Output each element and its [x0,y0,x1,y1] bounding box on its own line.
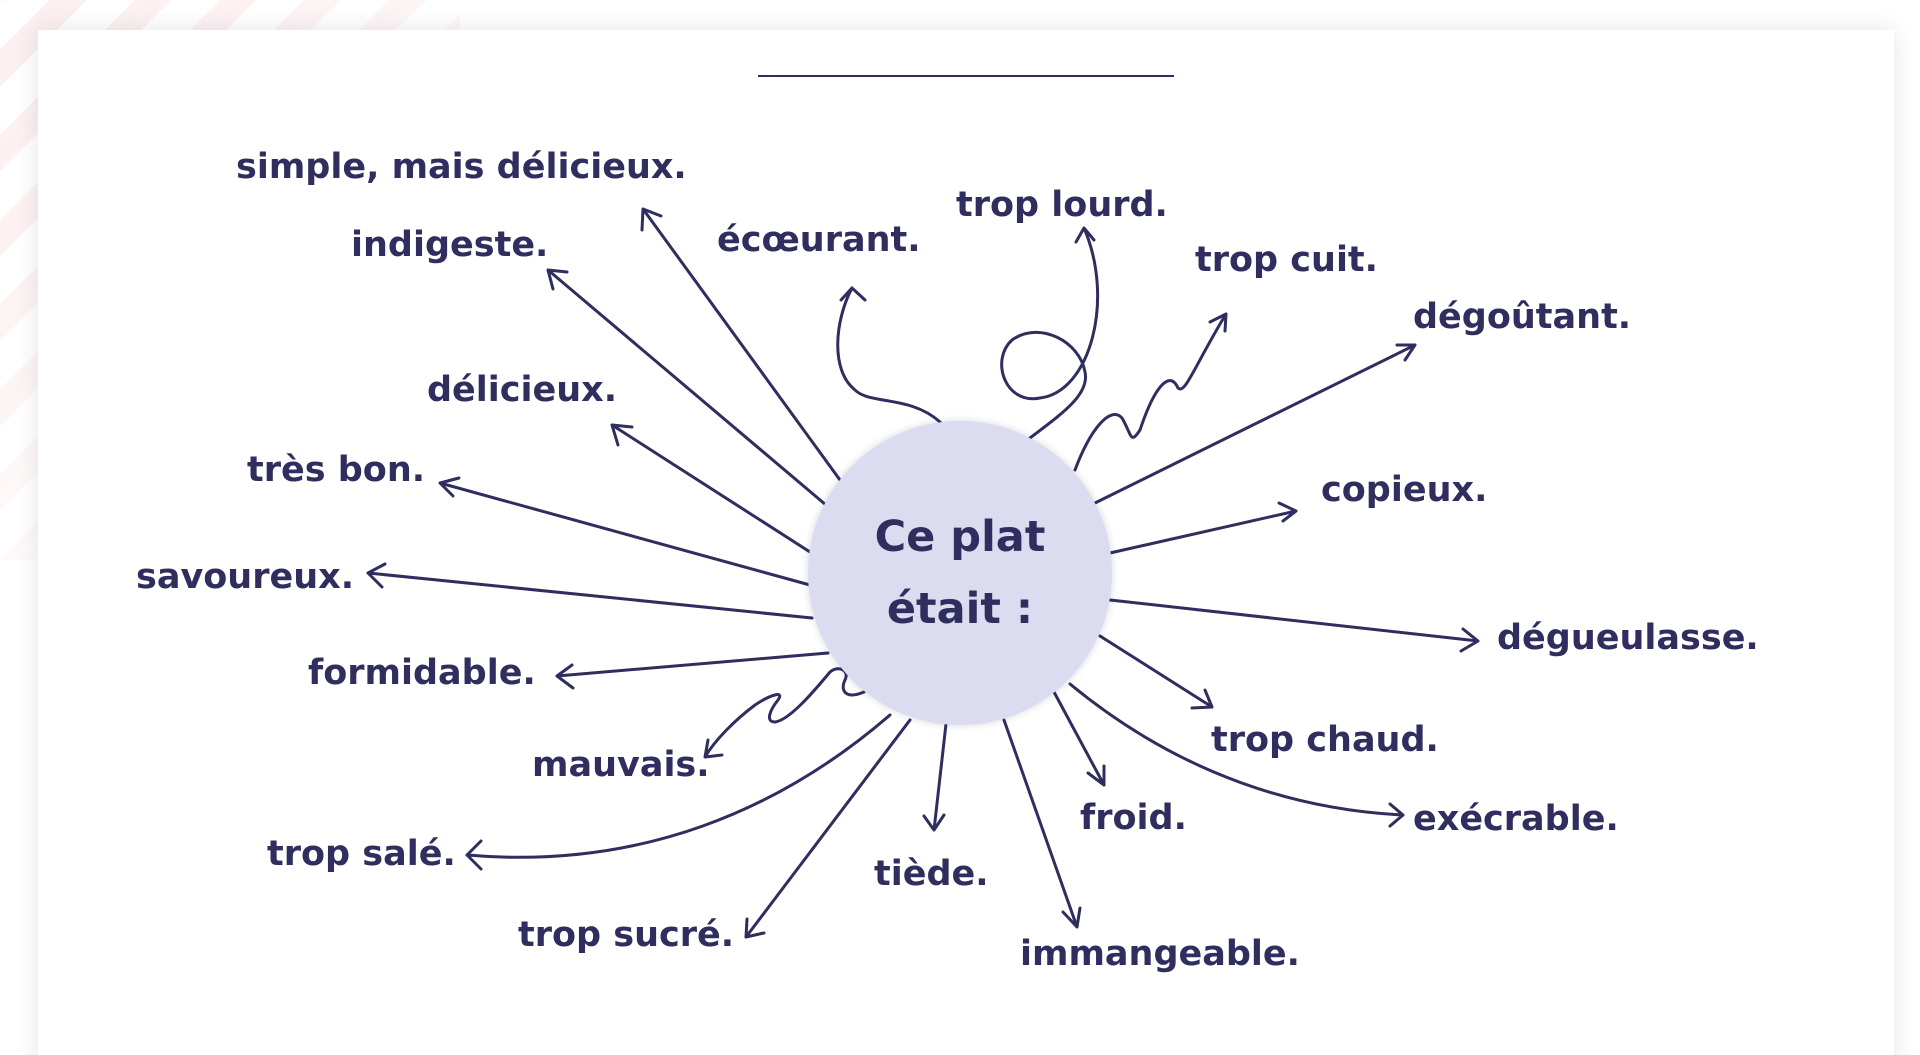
word-mauvais: mauvais. [532,745,710,785]
word-tiede: tiède. [874,854,989,894]
arrow-trop-sale [465,713,892,871]
arrow-trop-cuit [1073,312,1228,472]
arrow-delicieux [610,423,812,554]
word-simple-mais-delicieux: simple, mais délicieux. [236,147,687,187]
center-label-line-2: était : [886,584,1034,634]
center-circle: Ce plat était : [808,421,1112,725]
arrow-trop-sucre [744,718,912,939]
word-degoutant: dégoûtant. [1413,297,1632,337]
arrow-degueulasse [1108,598,1480,653]
arrow-simple-mais-delicieux [640,207,842,482]
word-tres-bon: très bon. [247,450,426,490]
arrow-copieux [1108,501,1298,555]
center-label: Ce plat était : [830,501,1090,645]
arrow-execrable [1068,682,1405,828]
arrow-ecoeurant [836,286,942,424]
arrow-tres-bon [438,476,812,587]
word-delicieux: délicieux. [427,370,618,410]
word-trop-chaud: trop chaud. [1211,720,1439,760]
arrow-degoutant [1093,343,1417,505]
arrow-immangeable [1002,718,1082,929]
arrow-tiede [922,722,948,832]
arrow-trop-lourd [1000,226,1099,440]
title-blank-line [758,75,1174,77]
word-trop-sale: trop salé. [267,834,456,874]
word-ecoeurant: écœurant. [717,220,921,260]
word-formidable: formidable. [308,653,536,693]
arrow-froid [1052,690,1106,787]
word-indigeste: indigeste. [351,225,549,265]
word-immangeable: immangeable. [1020,934,1300,974]
arrow-savoureux [366,562,814,620]
word-execrable: exécrable. [1413,799,1619,839]
word-trop-lourd: trop lourd. [956,185,1168,225]
word-savoureux: savoureux. [136,557,355,597]
arrow-indigeste [546,268,828,507]
word-trop-cuit: trop cuit. [1195,240,1378,280]
word-degueulasse: dégueulasse. [1497,618,1759,658]
word-froid: froid. [1080,798,1187,838]
word-trop-sucre: trop sucré. [518,915,735,955]
word-copieux: copieux. [1321,470,1488,510]
arrow-formidable [555,651,830,690]
arrow-mauvais [703,667,866,759]
arrow-trop-chaud [1098,634,1214,710]
center-label-line-1: Ce plat [874,512,1046,562]
